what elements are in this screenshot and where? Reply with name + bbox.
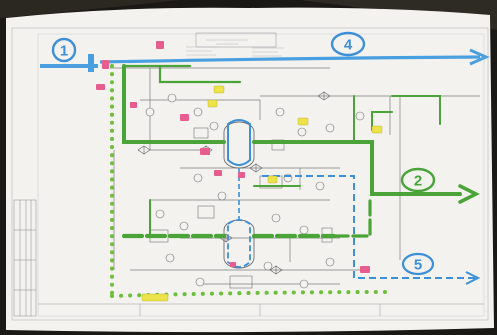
header-notes bbox=[186, 46, 284, 60]
bottom-strip bbox=[38, 303, 484, 316]
line-instrument-run bbox=[140, 99, 261, 120]
callout-4-circle bbox=[330, 31, 366, 57]
blue-line-valve bbox=[88, 54, 94, 72]
callout-5: 5 bbox=[401, 252, 435, 276]
green-line-upper-header bbox=[208, 140, 462, 196]
green-line-arrowhead bbox=[458, 184, 480, 204]
yellow-tag bbox=[213, 85, 225, 94]
blue-main-line bbox=[40, 48, 490, 72]
green-line-right-drop bbox=[353, 95, 441, 143]
drawing-inner-border bbox=[37, 33, 485, 317]
callout-5-circle bbox=[401, 252, 435, 276]
blue-dashed-arrowhead bbox=[465, 271, 481, 285]
callout-2-label: 2 bbox=[414, 173, 422, 190]
pink-tag bbox=[180, 114, 189, 121]
callout-2: 2 bbox=[400, 167, 436, 193]
drawing-border bbox=[11, 27, 489, 321]
blue-line-header bbox=[99, 55, 481, 64]
pink-tag bbox=[238, 172, 245, 178]
pink-tag bbox=[96, 84, 105, 90]
green-main-line bbox=[121, 64, 480, 239]
callout-1: 1 bbox=[51, 37, 77, 63]
pink-tags bbox=[96, 41, 370, 273]
yellow-tag bbox=[371, 125, 383, 134]
vessel-upper-blue-outline bbox=[227, 119, 251, 166]
green-line-left-riser bbox=[122, 64, 212, 144]
yellow-tags bbox=[141, 85, 383, 302]
green-line-top-branch bbox=[122, 64, 242, 84]
yellow-tag bbox=[207, 99, 218, 108]
backdrop-shadow-right bbox=[300, 0, 497, 30]
callout-1-circle bbox=[51, 37, 77, 63]
yellow-tag bbox=[297, 117, 309, 126]
paper-edge bbox=[6, 7, 494, 333]
green-line-lower-right bbox=[332, 198, 372, 238]
callout-2-circle bbox=[400, 167, 436, 193]
instrument-bubbles bbox=[145, 93, 365, 289]
header-title-block bbox=[195, 32, 277, 48]
pink-tag bbox=[130, 102, 137, 108]
callout-4: 4 bbox=[330, 31, 366, 57]
yellow-tag bbox=[141, 293, 169, 302]
blue-dashed-right-drop bbox=[262, 175, 476, 279]
revision-table-frame bbox=[13, 199, 37, 317]
backdrop-shadow-left bbox=[0, 0, 180, 18]
callout-5-label: 5 bbox=[414, 257, 422, 274]
yellow-tag bbox=[267, 175, 278, 184]
pink-tag bbox=[200, 148, 210, 155]
pink-tag bbox=[156, 41, 164, 49]
pink-tag bbox=[360, 266, 370, 273]
revision-table bbox=[13, 199, 37, 317]
callout-4-label: 4 bbox=[344, 37, 353, 54]
pink-tag bbox=[102, 60, 109, 69]
blue-line-arrowhead bbox=[469, 48, 490, 66]
pink-tag bbox=[214, 170, 222, 176]
green-line-right-loop bbox=[371, 111, 393, 131]
paper-sheet bbox=[6, 7, 494, 333]
pink-tag bbox=[230, 262, 236, 267]
callout-1-label: 1 bbox=[60, 43, 68, 60]
